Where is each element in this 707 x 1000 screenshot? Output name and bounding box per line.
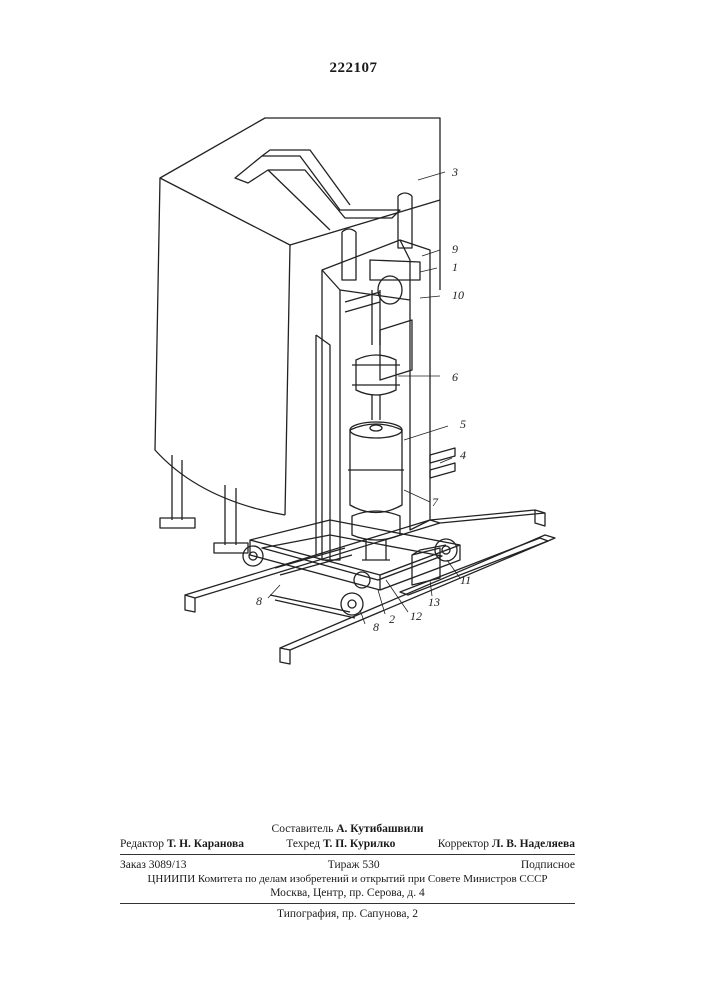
callout-12: 12 xyxy=(410,609,422,623)
callout-13: 13 xyxy=(428,595,440,609)
imprint-staff: Редактор Т. Н. Каранова Техред Т. П. Кур… xyxy=(120,837,575,851)
callout-3: 3 xyxy=(451,165,458,179)
compiler-name: А. Кутибашвили xyxy=(336,823,423,835)
callout-10: 8 xyxy=(256,594,262,608)
callout-7: 9 xyxy=(452,242,458,256)
printer: Типография, пр. Сапунова, 2 xyxy=(120,907,575,921)
institute: ЦНИИПИ Комитета по делам изобретений и о… xyxy=(120,872,575,886)
callout-8: 10 xyxy=(452,288,464,302)
techred-credit: Техред Т. П. Курилко xyxy=(286,837,395,851)
callout-4: 4 xyxy=(460,448,466,462)
editor-name: Т. Н. Каранова xyxy=(167,838,244,850)
editor-role: Редактор xyxy=(120,838,164,850)
corrector-role: Корректор xyxy=(438,838,489,850)
callout-2: 2 xyxy=(389,612,395,626)
imprint-printer: Типография, пр. Сапунова, 2 xyxy=(120,907,575,921)
corrector-credit: Корректор Л. В. Наделяева xyxy=(438,837,575,851)
circulation: Тираж 530 xyxy=(328,858,380,872)
callout-1: 1 xyxy=(452,260,458,274)
callout-9: 8 xyxy=(373,620,379,634)
workpiece xyxy=(350,424,402,513)
callout-11: 11 xyxy=(460,573,471,587)
spindle xyxy=(372,290,380,345)
rail-back xyxy=(185,510,545,612)
techred-role: Техред xyxy=(286,838,320,850)
patent-number: 222107 xyxy=(0,60,707,77)
post-left xyxy=(342,229,356,280)
machine-drawing: 3 9 1 10 6 5 4 7 11 13 12 2 8 8 xyxy=(120,100,620,700)
editor-credit: Редактор Т. Н. Каранова xyxy=(120,837,244,851)
compiler-role: Составитель xyxy=(272,823,334,835)
corrector-name: Л. В. Наделяева xyxy=(492,838,575,850)
callout-5-upper: 5 xyxy=(460,417,466,431)
order-number: Заказ 3089/13 xyxy=(120,858,187,872)
address: Москва, Центр, пр. Серова, д. 4 xyxy=(120,886,575,900)
top-arm xyxy=(235,156,400,218)
techred-name: Т. П. Курилко xyxy=(323,838,395,850)
imprint-compiler: Составитель А. Кутибашвили xyxy=(120,822,575,836)
imprint-rule-top xyxy=(120,854,575,855)
cabinet-leg-left xyxy=(160,455,195,528)
callout-6-lower: 7 xyxy=(432,495,439,509)
callout-6-upper: 6 xyxy=(452,370,458,384)
imprint-rule-bottom xyxy=(120,903,575,904)
imprint-order: Заказ 3089/13 Тираж 530 Подписное ЦНИИПИ… xyxy=(120,858,575,900)
upper-chuck xyxy=(356,355,396,395)
wheel-2 xyxy=(341,593,363,615)
subscription: Подписное xyxy=(521,858,575,872)
